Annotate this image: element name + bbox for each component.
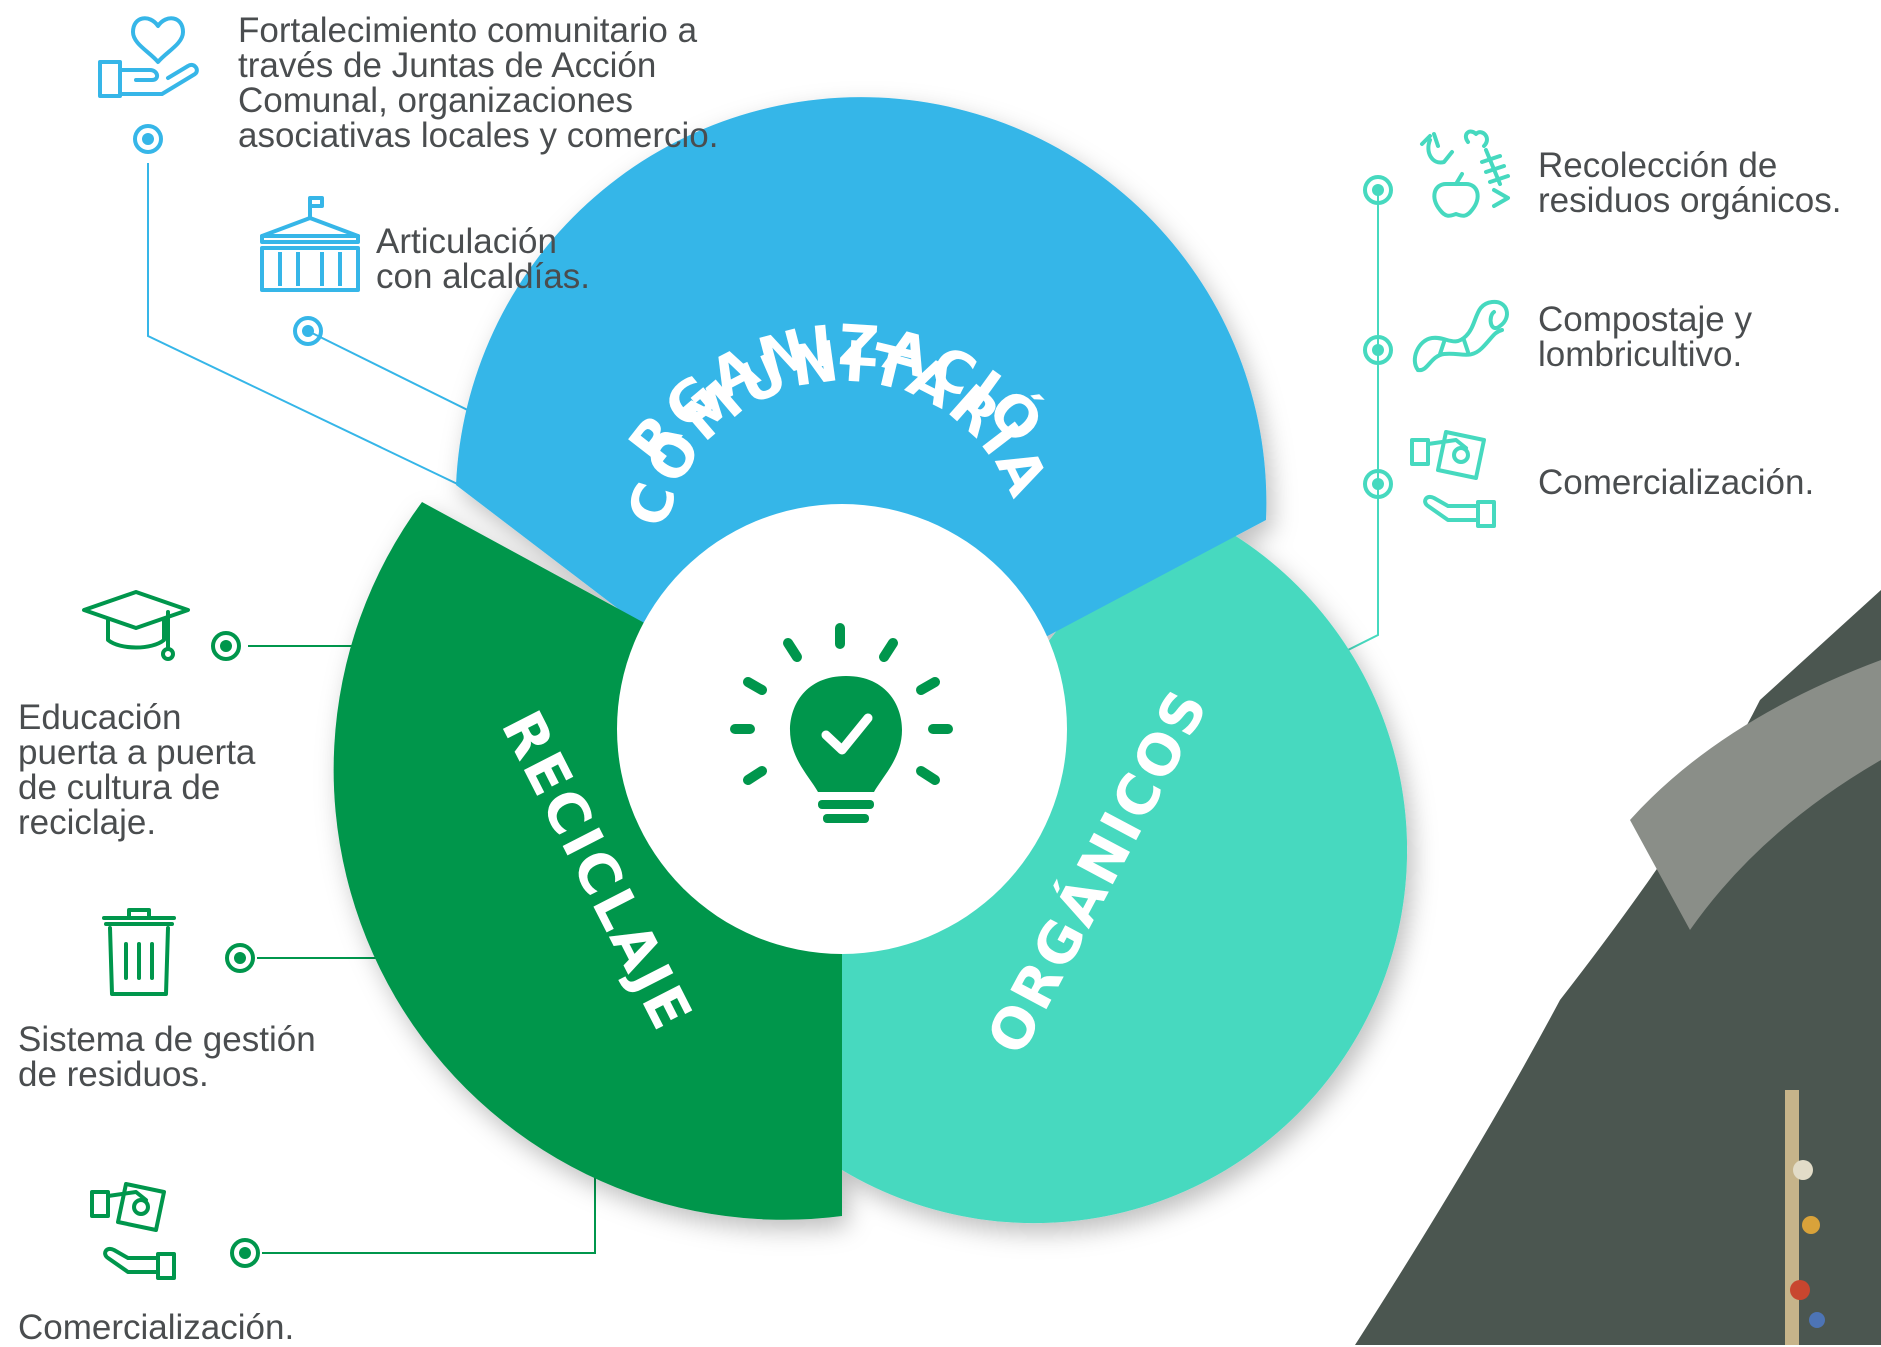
bullet-educacion — [211, 631, 241, 661]
bullet-alcaldias — [293, 316, 323, 346]
item-text-alcaldias: Articulación con alcaldías. — [376, 222, 591, 296]
segment-organizacion-comunitaria — [456, 97, 1267, 641]
lightbulb-check-icon — [730, 623, 953, 823]
graduation-cap-icon — [82, 590, 190, 661]
city-hall-icon — [260, 196, 360, 292]
segment-reciclaje — [333, 502, 842, 1220]
worm-icon — [1412, 299, 1509, 373]
photo-background — [1355, 590, 1881, 1345]
bullet-recoleccion — [1363, 175, 1393, 205]
bullet-comercializacion-reciclaje — [230, 1238, 260, 1268]
bullet-gestion — [225, 943, 255, 973]
item-text-comercializacion-organicos: Comercialización. — [1538, 463, 1815, 502]
item-text-compostaje: Compostaje y lombricultivo. — [1538, 300, 1752, 374]
bullet-comercializacion-organicos — [1363, 469, 1393, 499]
heart-hand-icon — [98, 16, 199, 98]
segment-organicos — [842, 530, 1408, 1224]
bullet-markers — [133, 124, 1393, 1268]
trash-bin-icon — [102, 908, 176, 996]
item-text-educacion: Educación puerta a puerta de cultura de … — [18, 698, 256, 842]
connector-fortalecimiento — [147, 163, 471, 491]
organic-waste-icon — [1420, 129, 1510, 218]
item-text-comercializacion-reciclaje: Comercialización. — [18, 1308, 295, 1347]
item-text-recoleccion: Recolección de residuos orgánicos. — [1538, 146, 1842, 220]
money-exchange-icon — [1410, 430, 1496, 528]
bullet-fortalecimiento — [133, 124, 163, 154]
item-text-fortalecimiento: Fortalecimiento comunitario a través de … — [238, 11, 719, 155]
money-exchange-icon — [90, 1182, 176, 1280]
item-text-gestion: Sistema de gestión de residuos. — [18, 1020, 316, 1094]
bullet-compostaje — [1363, 335, 1393, 365]
